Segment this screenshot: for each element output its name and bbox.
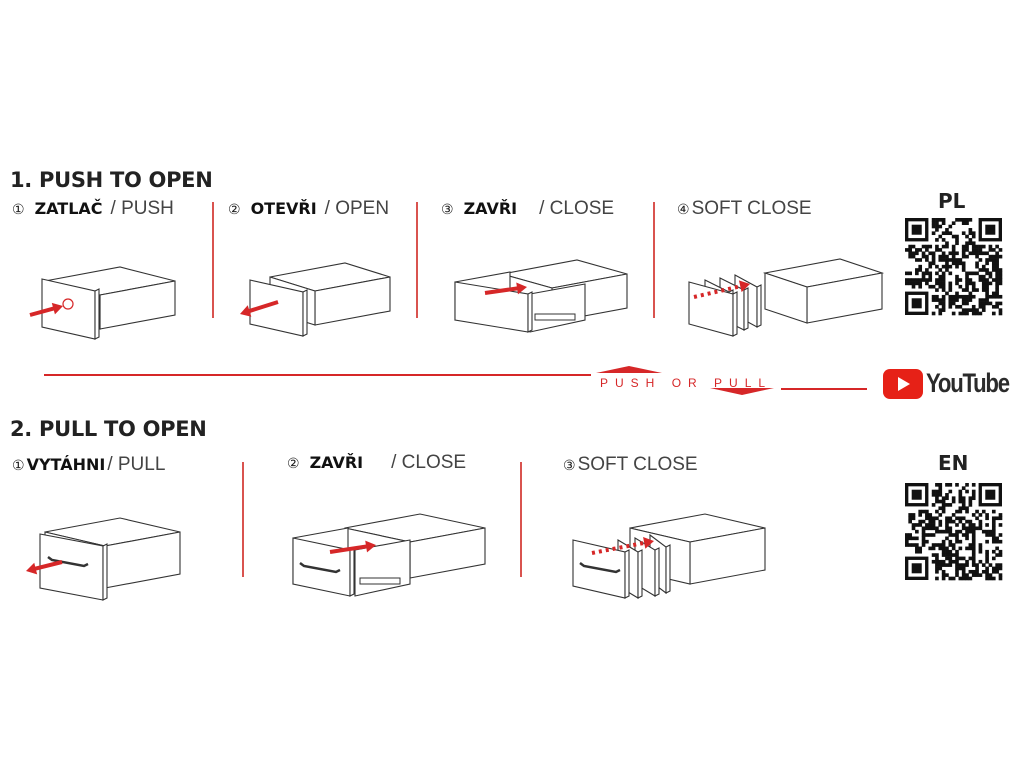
step-label-en: / CLOSE	[391, 452, 467, 473]
step-number: ③	[563, 457, 576, 473]
arrow-head-icon	[643, 537, 654, 549]
push-label: PUSH	[600, 376, 662, 390]
step-label-en: SOFT CLOSE	[691, 198, 812, 219]
divider-line	[520, 462, 522, 577]
youtube-label: YouTube	[926, 368, 1010, 398]
step-number: ①	[12, 201, 25, 217]
red-arrow	[693, 283, 743, 299]
divider-line	[416, 202, 418, 318]
pull-label: PULL	[714, 376, 773, 390]
divider-red-line	[781, 388, 867, 390]
step-number: ②	[287, 455, 300, 471]
divider-red-line	[44, 374, 591, 376]
qr-label-en: EN	[938, 451, 969, 475]
step-label-en: / PUSH	[110, 198, 174, 219]
arrow-head-icon	[51, 302, 63, 315]
push-point-icon	[62, 298, 74, 310]
handle-icon	[299, 562, 341, 574]
arrow-head-icon	[365, 540, 376, 553]
qr-code-en[interactable]	[905, 483, 1003, 581]
step-label-cz: VYTÁHNI	[26, 455, 106, 474]
arrow-head-icon	[738, 280, 750, 293]
step-label-cz: ZATLAČ	[34, 199, 103, 218]
red-arrow	[329, 544, 369, 554]
red-arrow	[33, 560, 63, 571]
step-number: ④	[677, 201, 690, 217]
youtube-link[interactable]: YouTube	[883, 368, 1024, 399]
arrow-up-icon	[596, 366, 662, 373]
step-label-cz: ZAVŘI	[309, 453, 364, 472]
section1-title: 1. PUSH TO OPEN	[10, 168, 213, 192]
red-arrow	[29, 306, 56, 317]
arrow-down-icon	[710, 388, 774, 395]
divider-line	[653, 202, 655, 318]
step-open: ② OTEVŘI / OPEN	[228, 198, 389, 220]
step-label-cz: ZAVŘI	[463, 199, 518, 218]
push-or-pull-label: PUSH OR PULL	[600, 376, 772, 390]
section2-title: 2. PULL TO OPEN	[10, 417, 207, 441]
step-number: ③	[441, 201, 454, 217]
drawer-push-illustration	[0, 0, 1, 1]
step-close: ③ ZAVŘI / CLOSE	[441, 198, 614, 220]
red-arrow	[247, 300, 279, 314]
step-label-cz: OTEVŘI	[250, 199, 317, 218]
arrow-head-icon	[516, 282, 527, 295]
red-arrow	[484, 286, 520, 295]
step-label-en: SOFT CLOSE	[577, 454, 698, 475]
divider-line	[212, 202, 214, 318]
step-number: ①	[12, 457, 25, 473]
step-label-en: / CLOSE	[539, 198, 615, 219]
handle-icon	[47, 556, 89, 568]
step-label-en: / PULL	[107, 454, 166, 475]
divider-line	[242, 462, 244, 577]
qr-label-pl: PL	[938, 189, 966, 213]
qr-code-pl[interactable]	[905, 218, 1003, 316]
handle-icon	[579, 562, 621, 574]
step-push: ① ZATLAČ / PUSH	[12, 198, 174, 220]
arrow-head-icon	[240, 305, 252, 317]
red-arrow	[591, 540, 647, 555]
step-number: ②	[228, 201, 241, 217]
youtube-play-icon	[883, 368, 923, 399]
or-label: OR	[671, 376, 704, 390]
step-label-en: / OPEN	[324, 198, 390, 219]
step-close-2: ② ZAVŘI / CLOSE	[287, 452, 466, 474]
arrow-head-icon	[26, 562, 38, 575]
